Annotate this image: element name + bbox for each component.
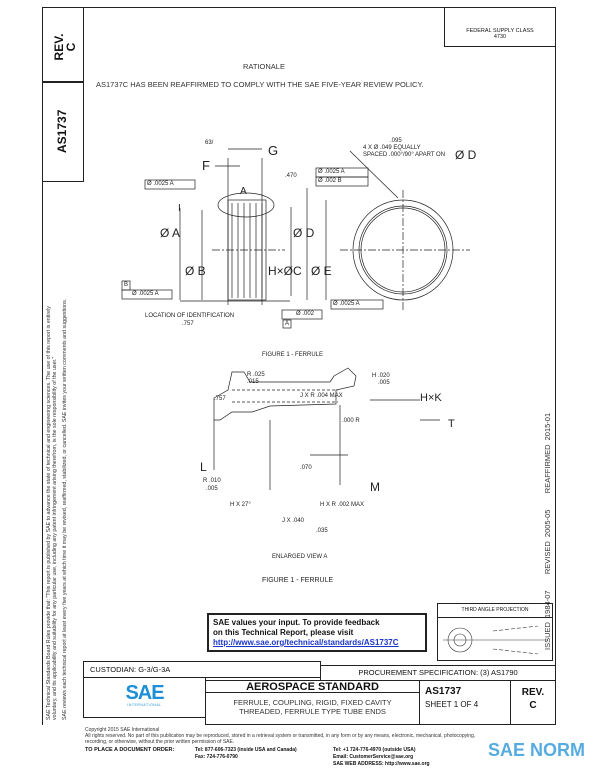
dim-radius: R .025 <box>247 372 265 378</box>
sae-logo: SAE <box>125 682 164 704</box>
tel-international: Tel: +1 724-776-4970 (outside USA) <box>333 747 416 753</box>
dim-h-27: H X 27° <box>230 502 251 508</box>
tolerance-frame: Ø .002 B <box>318 178 342 184</box>
dim-j-x: J X .040 <box>282 518 305 524</box>
rev-value: C <box>529 700 537 711</box>
tolerance-frame: Ø .0025 A <box>132 291 159 297</box>
dim-m: M <box>370 480 380 494</box>
rationale-text: AS1737C HAS BEEN REAFFIRMED TO COMPLY WI… <box>96 80 424 89</box>
sae-logo-cell: SAE INTERNATIONAL <box>83 677 206 718</box>
dim-i: I <box>178 203 181 214</box>
drawing-frame <box>42 7 556 725</box>
fsc-label: FEDERAL SUPPLY CLASS <box>466 28 534 34</box>
rev-cell: REV. C <box>510 680 556 725</box>
order-contacts-2: Tel: +1 724-776-4970 (outside USA) Email… <box>333 747 430 768</box>
feedback-box: SAE values your input. To provide feedba… <box>207 613 427 652</box>
watermark-logo: SAE NORM <box>488 740 586 760</box>
footer: Copyright 2015 SAE International All rig… <box>85 727 565 745</box>
figure-1-caption: FIGURE 1 - FERRULE <box>262 352 324 358</box>
doc-number: AS1737 <box>425 686 462 697</box>
dim-l: L <box>200 460 207 474</box>
feedback-line-1: SAE values your input. To provide feedba… <box>213 618 380 627</box>
email: Email: CustomerService@sae.org <box>333 754 414 760</box>
surface-finish-label: .757 <box>214 396 226 402</box>
dim-dia-a: Ø A <box>160 226 181 240</box>
custodian-cell: CUSTODIAN: G-3/G-3A <box>83 661 321 678</box>
title-line-2: THREADED, FERRULE TYPE TUBE ENDS <box>239 707 386 716</box>
tel-domestic: Tel: 877-606-7323 (inside USA and Canada… <box>195 747 297 753</box>
rationale-title: RATIONALE <box>243 62 285 71</box>
web-address: SAE WEB ADDRESS: http://www.sae.org <box>333 761 430 767</box>
dim-h: H .020 <box>372 373 390 379</box>
id-location-note: LOCATION OF IDENTIFICATION <box>145 313 235 319</box>
dim-dia-b: Ø B <box>185 264 206 278</box>
order-contacts: Tel: 877-606-7323 (inside USA and Canada… <box>195 747 297 761</box>
surface-finish-label: 63/ <box>205 140 214 146</box>
datum-a: A <box>285 321 290 327</box>
sheet-number: SHEET 1 OF 4 <box>425 700 479 709</box>
dim-t: T <box>448 418 455 430</box>
dim-g: G <box>268 143 279 158</box>
dim-470: .470 <box>285 173 297 179</box>
dim-j-x-min: .035 <box>316 528 328 534</box>
dim-dia-d: Ø D <box>293 226 315 240</box>
figure-caption: FIGURE 1 - FERRULE <box>262 577 334 584</box>
enlarged-view-profile <box>213 367 357 421</box>
fsc-box: FEDERAL SUPPLY CLASS 4730 <box>444 7 556 47</box>
id-location-value: .757 <box>182 321 194 327</box>
fsc-value: 4730 <box>493 34 507 40</box>
dim-radius-min: .015 <box>247 379 259 385</box>
projection-symbol-icon <box>443 625 548 655</box>
order-label: TO PLACE A DOCUMENT ORDER: <box>85 747 175 753</box>
dim-radius-3: R .010 <box>203 478 221 484</box>
rev-box: REV. C <box>42 7 84 82</box>
datum-b: B <box>124 282 129 288</box>
doc-number-box: AS1737 <box>42 82 84 182</box>
tolerance-frame: Ø .0025 A <box>333 301 360 307</box>
figure-1-drawing <box>121 148 470 490</box>
figure-labels: 63/ G F .470 Ø .0025 A A I Ø A Ø B Ø D H… <box>124 138 477 584</box>
doc-number-cell: AS1737 SHEET 1 OF 4 <box>419 680 511 725</box>
hole-note: SPACED .000°/90° APART ON <box>363 152 446 158</box>
rights-notice-2: recording, or otherwise, without the pri… <box>85 739 235 745</box>
title-cell: FERRULE, COUPLING, RIGID, FIXED CAVITY T… <box>205 692 420 725</box>
rev-label: REV. <box>521 687 545 698</box>
projection-label: THIRD ANGLE PROJECTION <box>438 604 552 618</box>
dim-dia-e: Ø E <box>311 264 332 278</box>
tolerance-frame: Ø .0025 A <box>147 181 174 187</box>
dim-h-dia-c: H×ØC <box>268 264 302 278</box>
detail-a-circle <box>217 192 275 218</box>
dim-radius-2: .000 R <box>342 418 360 424</box>
dim-radius-3-min: .005 <box>206 486 218 492</box>
dim-f: F <box>202 158 210 173</box>
dim-070: .070 <box>300 465 312 471</box>
dim-h-min: .005 <box>378 380 390 386</box>
copyright: Copyright 2015 SAE International <box>85 727 160 733</box>
dim-j: J X R .004 MAX <box>300 393 343 399</box>
procurement-cell: PROCUREMENT SPECIFICATION: (3) AS1790 <box>320 665 556 681</box>
title-line-1: FERRULE, COUPLING, RIGID, FIXED CAVITY <box>233 698 392 707</box>
fax: Fax: 724-776-0790 <box>195 754 238 760</box>
hole-note: .095 <box>390 138 402 144</box>
enlarged-view-caption: ENLARGED VIEW A <box>272 554 328 560</box>
rights-notice: All rights reserved. No part of this pub… <box>85 733 476 739</box>
dim-dia-d-end: Ø D <box>455 148 477 162</box>
projection-box: THIRD ANGLE PROJECTION <box>437 603 553 661</box>
feedback-line-2: on this Technical Report, please visit <box>213 628 354 637</box>
sae-logo-sub: INTERNATIONAL <box>127 703 162 707</box>
hole-note: 4 X Ø .049 EQUALLY <box>363 145 421 151</box>
tolerance-frame: Ø .002 <box>296 311 315 317</box>
dim-a: A <box>240 186 247 197</box>
dim-h-r: H X R .002 MAX <box>320 502 365 508</box>
tolerance-frame: Ø .0025 A <box>318 169 345 175</box>
dim-h-k: H×K <box>420 392 442 404</box>
feedback-link[interactable]: http://www.sae.org/technical/standards/A… <box>213 638 399 647</box>
